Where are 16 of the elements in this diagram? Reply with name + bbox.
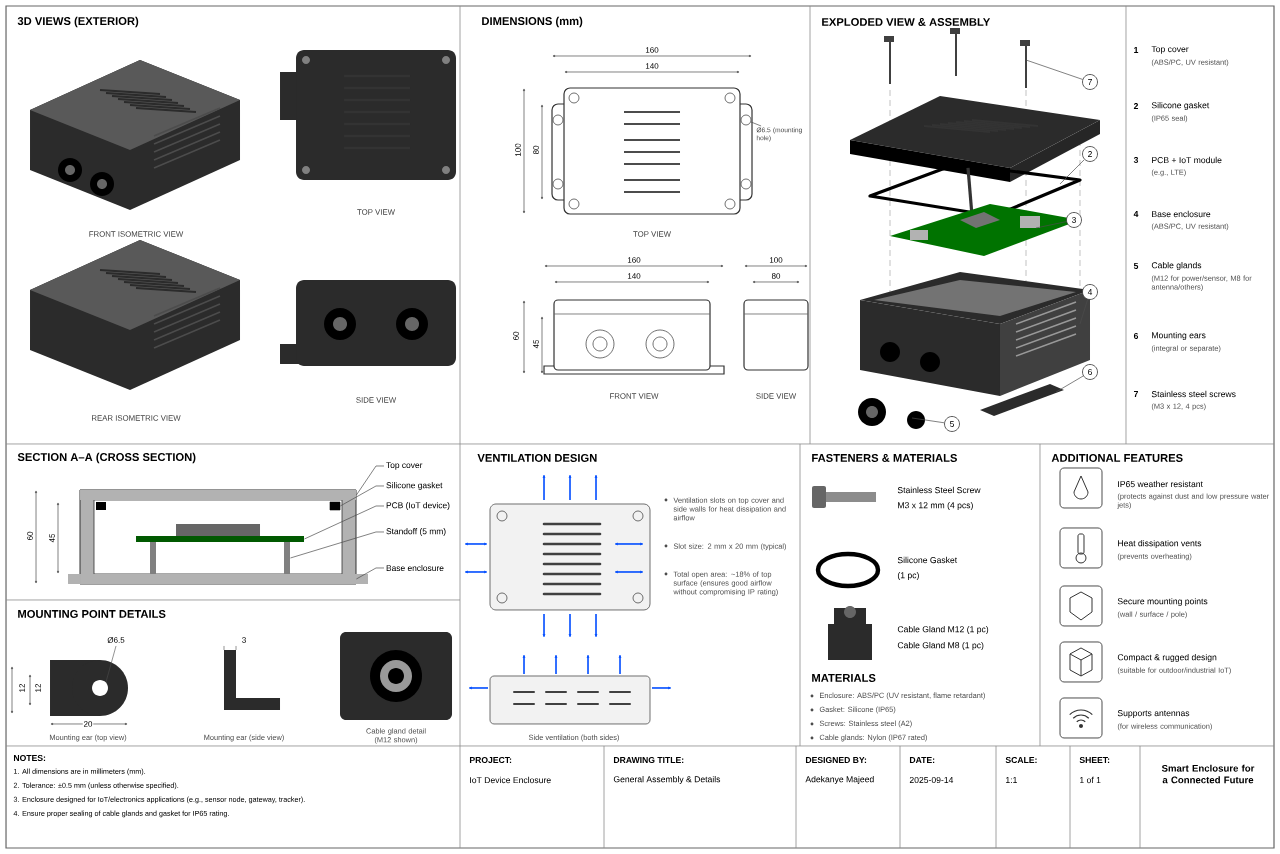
leader-line — [304, 505, 385, 540]
leader-line — [290, 531, 385, 559]
circuit-board — [136, 536, 304, 542]
leader-line — [1055, 375, 1084, 393]
mounting-hole — [740, 114, 752, 126]
leader-line — [356, 465, 385, 496]
leader-line — [339, 485, 385, 507]
leader-line — [1079, 299, 1088, 325]
standoff — [284, 542, 290, 574]
gasket — [329, 501, 341, 511]
leader-line — [356, 567, 385, 580]
leader-line — [750, 121, 762, 127]
leader-line — [1059, 159, 1085, 185]
leader-line — [911, 417, 945, 424]
leader-line — [1025, 59, 1083, 80]
leader-line — [1035, 221, 1067, 229]
